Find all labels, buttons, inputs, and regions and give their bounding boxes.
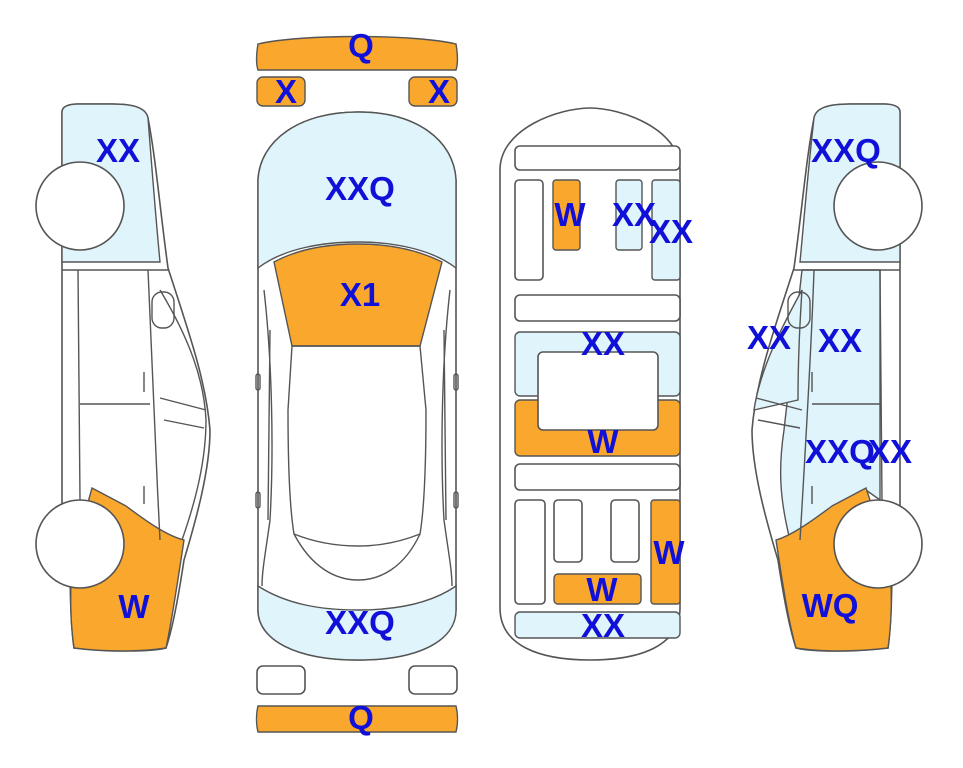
left-rear-quarter-label: W — [118, 588, 150, 625]
headlight-left-label: X — [275, 73, 297, 110]
under-front-member-panel — [552, 179, 581, 251]
under-rear-rail-panel — [650, 499, 681, 605]
right-front-door-label: XX — [818, 322, 862, 359]
trunk-label: XXQ — [325, 604, 395, 641]
left-side-view: XX W — [35, 103, 211, 652]
under-front-rail-b-panel — [651, 179, 681, 281]
under-rear-panel-label: W — [586, 571, 618, 608]
headlight-left-panel — [256, 76, 306, 107]
under-floor-label: W — [587, 423, 619, 460]
under-rear-rail-label: W — [653, 534, 685, 571]
under-center-label: XX — [581, 325, 625, 362]
front-bumper-panel — [255, 35, 459, 71]
front-bumper-label: Q — [348, 27, 374, 64]
underbody-view: W XX XX XX W W W XX — [499, 107, 693, 661]
hood-panel — [257, 111, 457, 270]
under-front-rail-a-label: XX — [612, 196, 656, 233]
hood-label: XXQ — [325, 170, 395, 207]
headlight-right-panel — [408, 76, 458, 107]
rear-bumper-panel — [255, 705, 459, 733]
under-front-rail-b-label: XX — [649, 213, 693, 250]
right-pillar-panel — [753, 289, 803, 411]
under-front-member-label: W — [554, 196, 586, 233]
right-rear-door-b-label: XX — [868, 433, 912, 470]
windshield-label: X1 — [340, 276, 380, 313]
rear-bumper-label: Q — [348, 699, 374, 736]
right-side-view: XXQ XX XX XXQ XX WQ — [747, 103, 923, 652]
under-front-rail-a-panel — [615, 179, 643, 251]
right-rear-quarter-label: WQ — [802, 587, 859, 624]
right-rear-door-a-label: XXQ — [805, 433, 875, 470]
under-rear-member-label: XX — [581, 607, 625, 644]
right-fender-label: XXQ — [811, 132, 881, 169]
top-view: Q X X XXQ X1 XXQ Q — [255, 27, 459, 736]
windshield-panel — [273, 243, 443, 347]
headlight-right-label: X — [428, 73, 450, 110]
under-rear-panel — [553, 573, 642, 605]
right-pillar-label: XX — [747, 319, 791, 356]
under-rear-member-panel — [514, 611, 681, 639]
trunk-panel — [257, 584, 457, 661]
left-fender-label: XX — [96, 132, 140, 169]
